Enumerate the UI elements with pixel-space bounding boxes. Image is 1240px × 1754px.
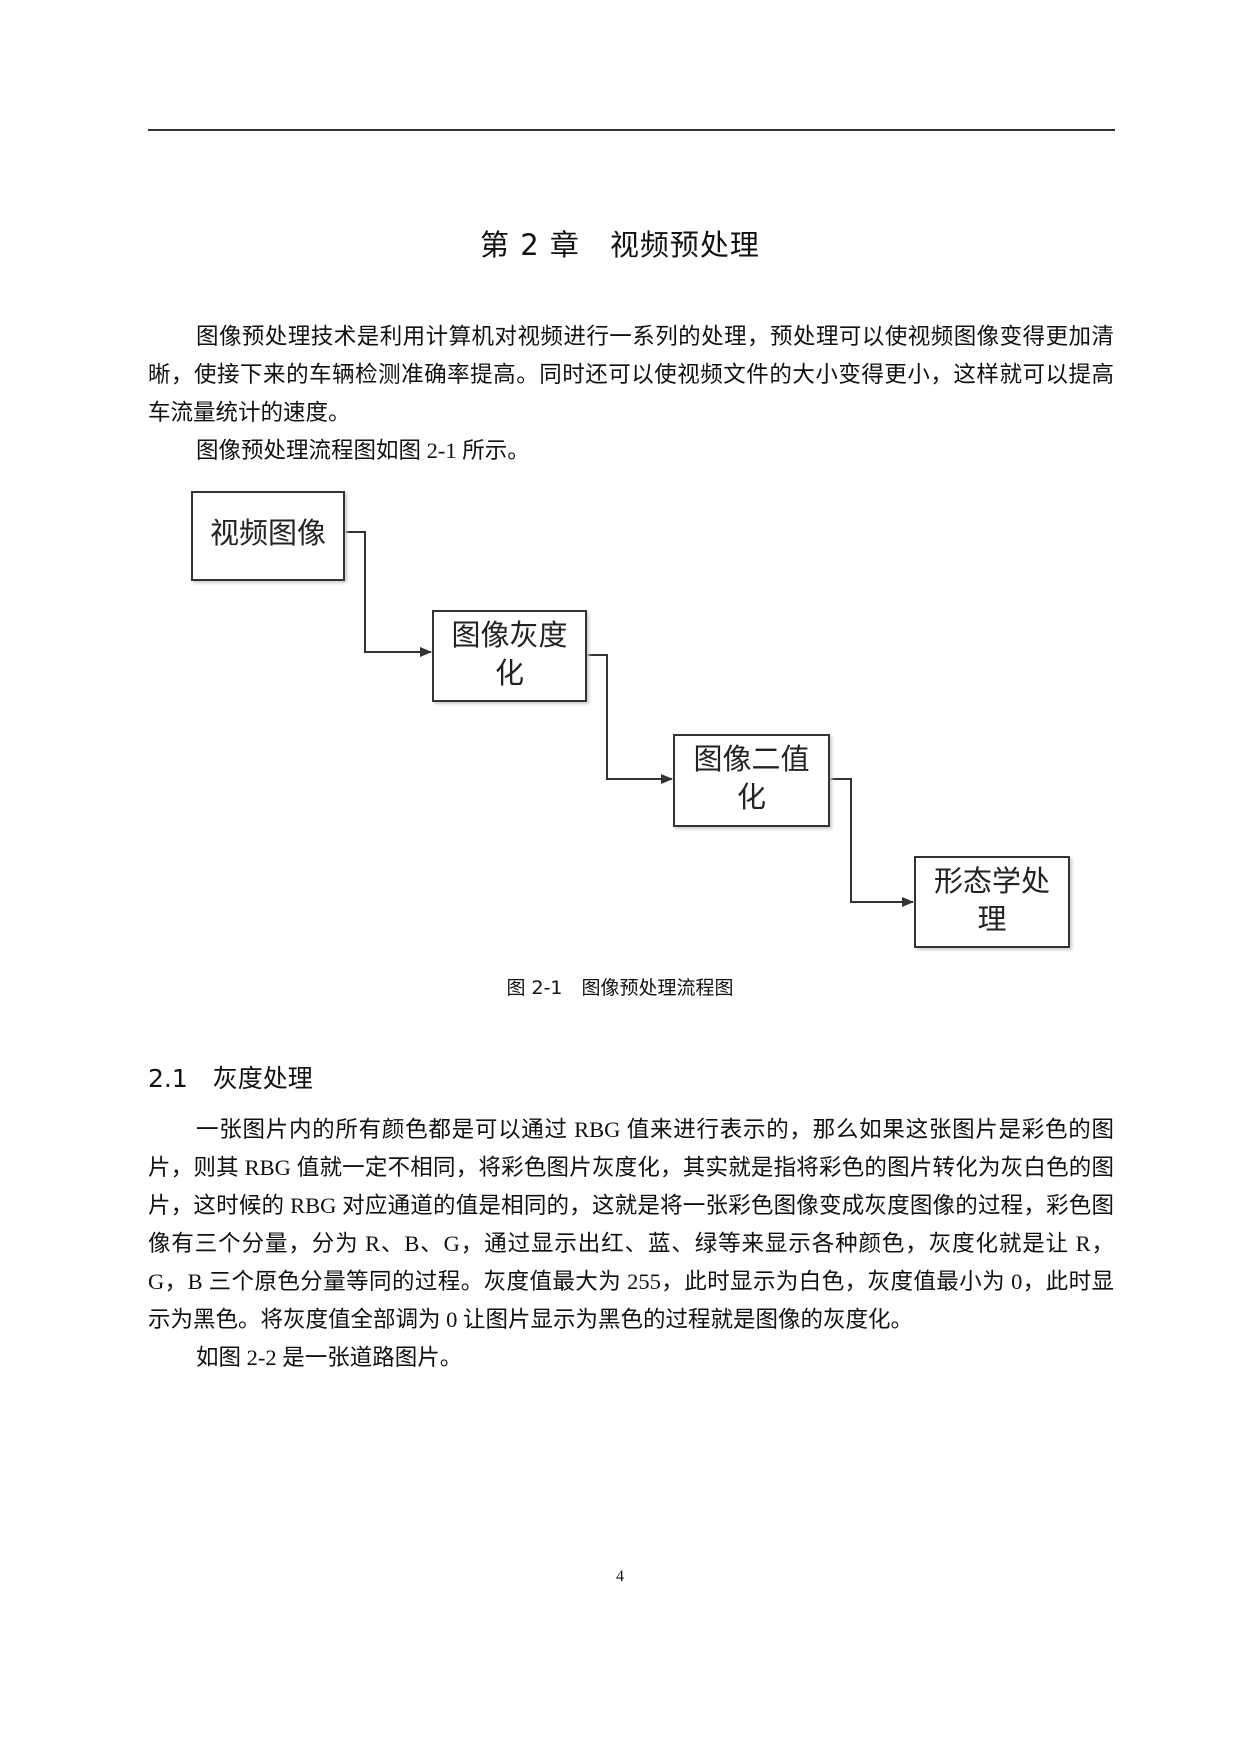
- flow-node-video-image: 视频图像: [191, 491, 345, 581]
- flow-node-grayscale: 图像灰度 化: [432, 610, 587, 702]
- flow-node-label: 图像二值: [693, 742, 810, 776]
- flowchart-connectors: [343, 531, 914, 907]
- figure-caption: 图 2-1 图像预处理流程图: [506, 977, 734, 999]
- chapter-title: 第 2 章 视频预处理: [480, 228, 760, 262]
- section-paragraph-2: 如图 2-2 是一张道路图片。: [196, 1345, 463, 1370]
- flow-node-label: 图像灰度: [451, 618, 568, 652]
- intro-paragraph-2: 图像预处理流程图如图 2-1 所示。: [196, 438, 530, 463]
- flow-node-label: 化: [494, 656, 524, 690]
- flow-node-label: 化: [736, 780, 766, 814]
- flow-node-binarization: 图像二值 化: [673, 734, 830, 827]
- intro-text: 图像预处理技术是利用计算机对视频进行一系列的处理，预处理可以使视频图像变得更加清…: [148, 318, 1114, 470]
- section-paragraph-1: 一张图片内的所有颜色都是可以通过 RBG 值来进行表示的，那么如果这张图片是彩色…: [148, 1117, 1114, 1332]
- flow-node-morphology: 形态学处 理: [914, 856, 1070, 948]
- flow-node-label: 视频图像: [209, 516, 326, 550]
- header-rule: [148, 129, 1115, 131]
- page-number: 4: [616, 1568, 624, 1585]
- intro-paragraph-1: 图像预处理技术是利用计算机对视频进行一系列的处理，预处理可以使视频图像变得更加清…: [148, 324, 1114, 425]
- flow-node-label: 形态学处: [933, 864, 1050, 898]
- flow-node-label: 理: [977, 902, 1007, 936]
- section-title: 2.1 灰度处理: [148, 1064, 313, 1093]
- section-text: 一张图片内的所有颜色都是可以通过 RBG 值来进行表示的，那么如果这张图片是彩色…: [148, 1111, 1114, 1377]
